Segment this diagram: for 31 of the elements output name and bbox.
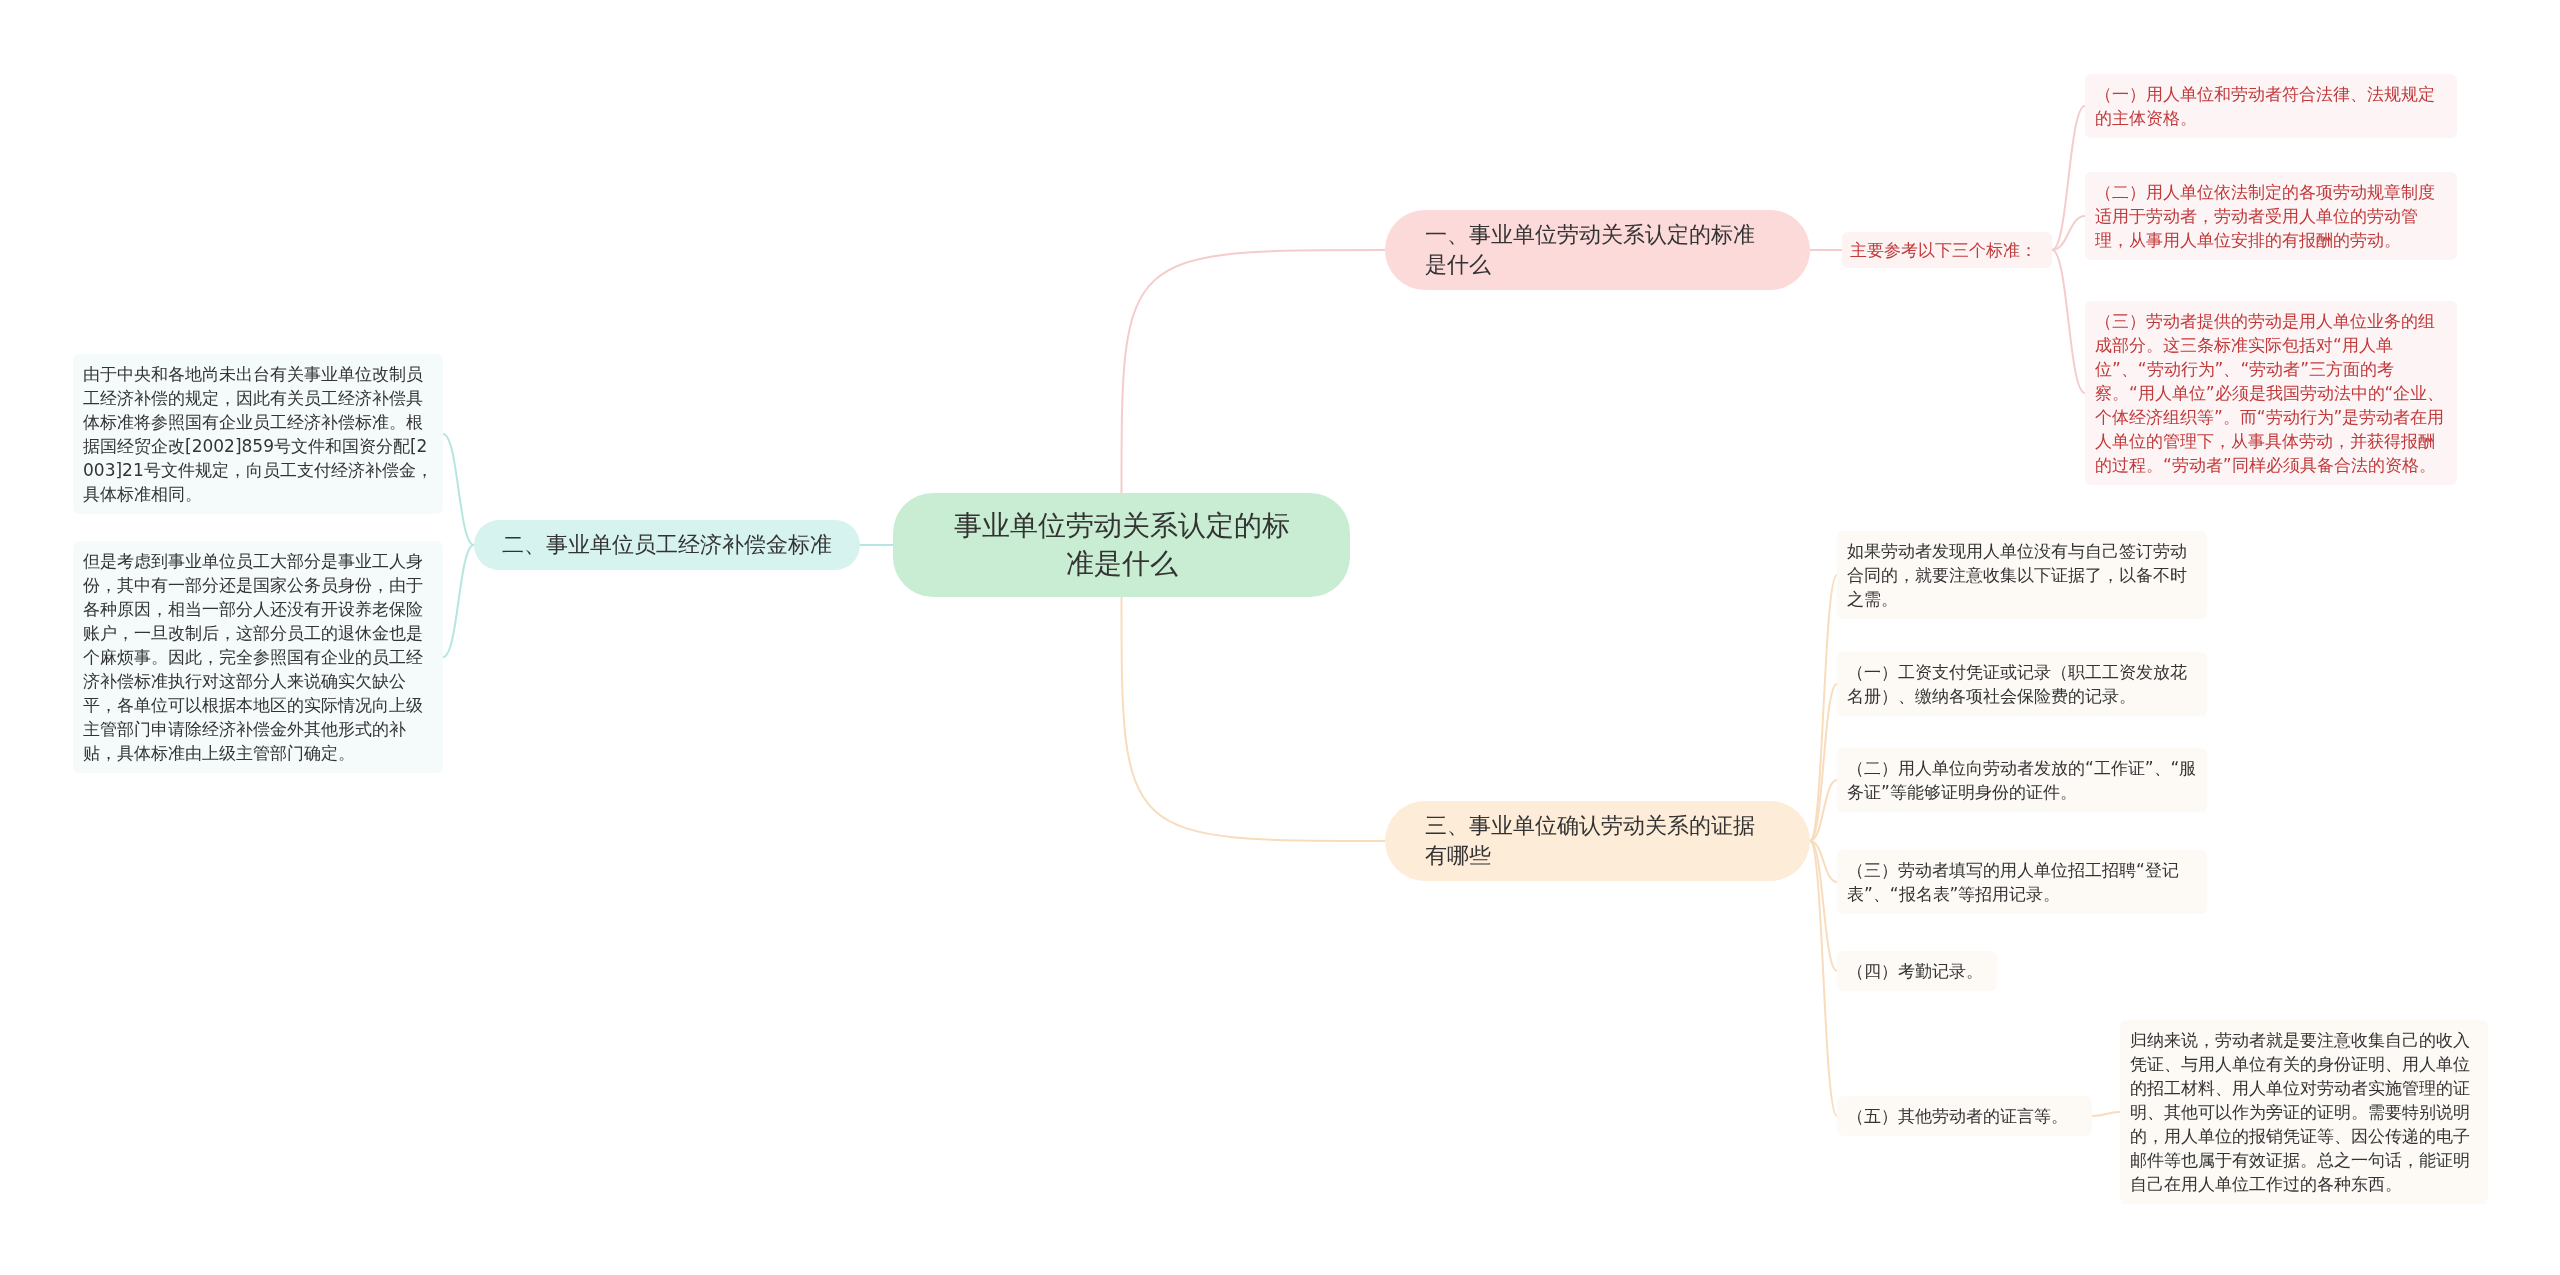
central-topic: 事业单位劳动关系认定的标准是什么 [893, 493, 1350, 597]
note-text: （三）劳动者填写的用人单位招工招聘“登记表”、“报名表”等招用记录。 [1837, 850, 2207, 914]
topic-box: 三、事业单位确认劳动关系的证据有哪些 [1385, 801, 1810, 881]
connector [1809, 840, 1838, 972]
note-text: （二）用人单位向劳动者发放的“工作证”、“服务证”等能够证明身份的证件。 [1837, 748, 2207, 812]
topic-box: 二、事业单位员工经济补偿金标准 [474, 520, 860, 570]
connector [1809, 249, 1843, 251]
connector [1809, 574, 1838, 842]
connector [1120, 596, 1386, 842]
connector [442, 433, 475, 546]
connector [2091, 1111, 2121, 1117]
connector [1809, 840, 1838, 1117]
connector [859, 544, 894, 546]
note-text: （二）用人单位依法制定的各项劳动规章制度适用于劳动者，劳动者受用人单位的劳动管理，从事用人单位安排的有报酬的劳动。 [2085, 172, 2457, 260]
connector [442, 544, 475, 658]
note-text: （三）劳动者提供的劳动是用人单位业务的组成部分。这三条标准实际包括对“用人单位”、“劳动行为”、“劳动者”三方面的考察。“用人单位”必须是我国劳动法中的“企业、个体经济组织等”。而“劳动行为”是劳动者在用人单位的管理下，从事具体劳动，并获得报酬的过程。“劳动者”同样必须具备合法的资格。 [2085, 301, 2457, 485]
connector [2051, 105, 2086, 251]
note-text: 但是考虑到事业单位员工大部分是事业工人身份，其中有一部分还是国家公务员身份，由于各种原因，相当一部分人还没有开设养老保险账户，一旦改制后，这部分员工的退休金也是个麻烦事。因此，完全参照国有企业的员工经济补偿标准执行对这部分人来说确实欠缺公平，各单位可以根据本地区的实际情况向上级主管部门申请除经济补偿金外其他形式的补贴，具体标准由上级主管部门确定。 [73, 541, 443, 773]
topic-box: 一、事业单位劳动关系认定的标准是什么 [1385, 210, 1810, 290]
note-text: （五）其他劳动者的证言等。 [1837, 1096, 2092, 1136]
note-text: 主要参考以下三个标准： [1842, 232, 2052, 268]
connector [1809, 840, 1838, 883]
note-text: 如果劳动者发现用人单位没有与自己签订劳动合同的，就要注意收集以下证据了，以备不时之需。 [1837, 531, 2207, 619]
note-text: 由于中央和各地尚未出台有关事业单位改制员工经济补偿的规定，因此有关员工经济补偿具体标准将参照国有企业员工经济补偿标准。根据国经贸企改[2002]859号文件和国资分配[2003]21号文件规定，向员工支付经济补偿金，具体标准相同。 [73, 354, 443, 514]
connector [1120, 249, 1386, 494]
connector [2051, 249, 2086, 394]
note-text: （一）工资支付凭证或记录（职工工资发放花名册）、缴纳各项社会保险费的记录。 [1837, 652, 2207, 716]
connector [1809, 779, 1838, 842]
note-text: （一）用人单位和劳动者符合法律、法规规定的主体资格。 [2085, 74, 2457, 138]
note-text: 归纳来说，劳动者就是要注意收集自己的收入凭证、与用人单位有关的身份证明、用人单位的招工材料、用人单位对劳动者实施管理的证明、其他可以作为旁证的证明。需要特别说明的，用人单位的报销凭证等、因公传递的电子邮件等也属于有效证据。总之一句话，能证明自己在用人单位工作过的各种东西。 [2120, 1020, 2488, 1204]
note-text: （四）考勤记录。 [1837, 951, 1997, 991]
